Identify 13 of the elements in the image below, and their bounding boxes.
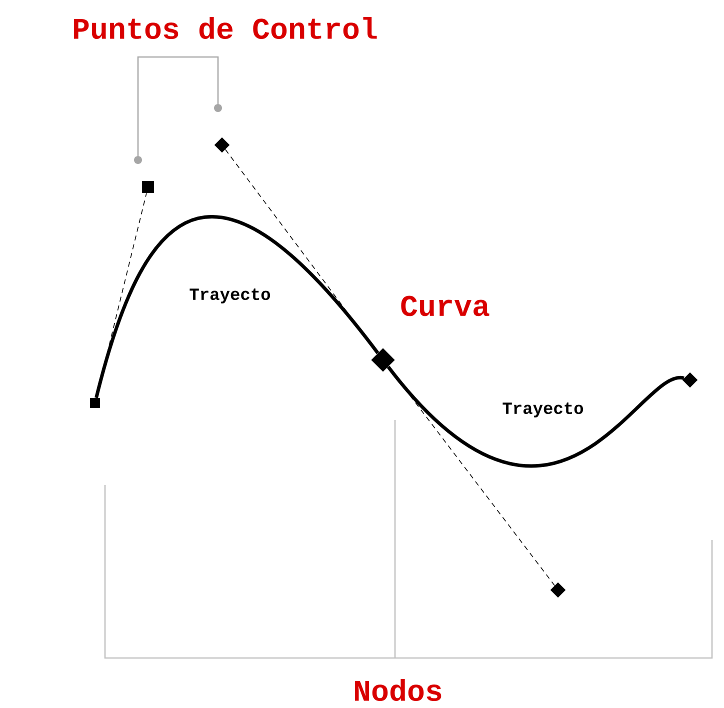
bezier-curve <box>94 216 380 398</box>
control-point <box>214 137 230 153</box>
node-point <box>682 372 698 388</box>
path-label: Trayecto <box>502 402 584 418</box>
control-point <box>142 180 154 193</box>
callout-label: Puntos de Control <box>74 16 377 39</box>
control-point <box>550 582 566 598</box>
path-label: Trayecto <box>190 288 270 304</box>
node-point <box>371 348 395 372</box>
callout-label: Curva <box>401 296 490 316</box>
node-point <box>90 398 100 408</box>
bezier-curve <box>386 366 684 468</box>
callout-label: Nodos <box>354 678 442 701</box>
